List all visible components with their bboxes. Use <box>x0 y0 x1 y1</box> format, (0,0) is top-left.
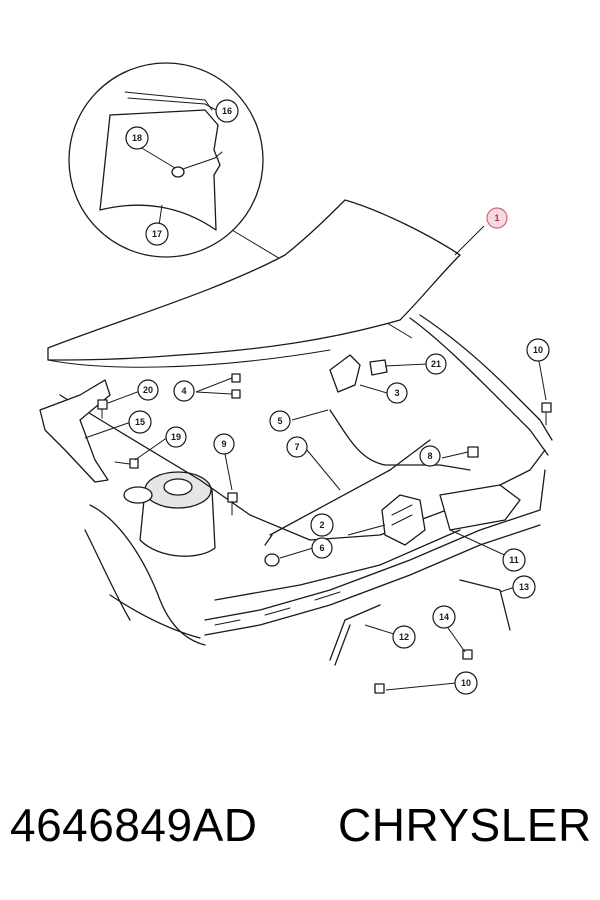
bolt-10-upper <box>541 402 552 426</box>
callout-1[interactable]: 1 <box>486 207 508 229</box>
callout-8[interactable]: 8 <box>419 445 441 467</box>
leader-lines <box>84 103 547 691</box>
svg-text:1: 1 <box>494 213 499 223</box>
detail-inset <box>68 62 413 339</box>
callout-13[interactable]: 13 <box>512 575 536 599</box>
svg-text:14: 14 <box>439 612 449 622</box>
bolt-14 <box>462 649 473 660</box>
svg-text:11: 11 <box>509 555 519 565</box>
svg-text:19: 19 <box>171 432 181 442</box>
callout-19[interactable]: 19 <box>165 426 187 448</box>
bumper-8 <box>467 446 479 458</box>
svg-text:10: 10 <box>533 345 543 355</box>
brand-name: CHRYSLER <box>338 799 592 851</box>
callout-12[interactable]: 12 <box>392 625 416 649</box>
bolt-19 <box>114 458 139 469</box>
hood-assembly-diagram: 1 2 3 4 5 6 7 8 9 10 10 11 12 13 14 15 1… <box>39 62 553 695</box>
callout-17[interactable]: 17 <box>145 222 169 246</box>
svg-text:21: 21 <box>431 359 441 369</box>
svg-text:12: 12 <box>399 632 409 642</box>
callout-10-upper[interactable]: 10 <box>526 338 550 362</box>
footer: 4646849AD CHRYSLER <box>0 790 600 880</box>
svg-text:10: 10 <box>461 678 471 688</box>
svg-text:13: 13 <box>519 582 529 592</box>
callout-21[interactable]: 21 <box>425 353 447 375</box>
callout-16[interactable]: 16 <box>215 99 239 123</box>
svg-text:17: 17 <box>152 229 162 239</box>
callout-20[interactable]: 20 <box>137 379 159 401</box>
svg-text:20: 20 <box>143 385 153 395</box>
hood-panel <box>47 199 461 368</box>
callout-3[interactable]: 3 <box>386 382 408 404</box>
svg-text:9: 9 <box>221 439 226 449</box>
svg-text:5: 5 <box>277 416 282 426</box>
svg-text:3: 3 <box>394 388 399 398</box>
callout-11[interactable]: 11 <box>502 548 526 572</box>
fasteners-4 <box>231 373 241 399</box>
svg-text:16: 16 <box>222 106 232 116</box>
bolt-9 <box>227 492 238 516</box>
callout-4[interactable]: 4 <box>173 380 195 402</box>
svg-text:6: 6 <box>319 543 324 553</box>
bolt-10-lower <box>374 683 385 694</box>
svg-text:2: 2 <box>319 520 324 530</box>
grommet-6 <box>264 553 280 567</box>
callout-10-lower[interactable]: 10 <box>454 671 478 695</box>
callout-6[interactable]: 6 <box>311 537 333 559</box>
vehicle-front-structure <box>39 314 553 694</box>
callout-2[interactable]: 2 <box>310 513 334 537</box>
svg-text:7: 7 <box>294 442 299 452</box>
clip-21 <box>369 359 388 376</box>
svg-text:15: 15 <box>135 417 145 427</box>
callout-7[interactable]: 7 <box>286 436 308 458</box>
svg-text:4: 4 <box>181 386 186 396</box>
svg-text:18: 18 <box>132 133 142 143</box>
callout-9[interactable]: 9 <box>213 433 235 455</box>
callout-14[interactable]: 14 <box>432 605 456 629</box>
callout-18[interactable]: 18 <box>125 126 149 150</box>
callout-15[interactable]: 15 <box>128 410 152 434</box>
bolt-20 <box>97 399 108 419</box>
svg-text:8: 8 <box>427 451 432 461</box>
part-number: 4646849AD <box>10 799 258 851</box>
callout-5[interactable]: 5 <box>269 410 291 432</box>
